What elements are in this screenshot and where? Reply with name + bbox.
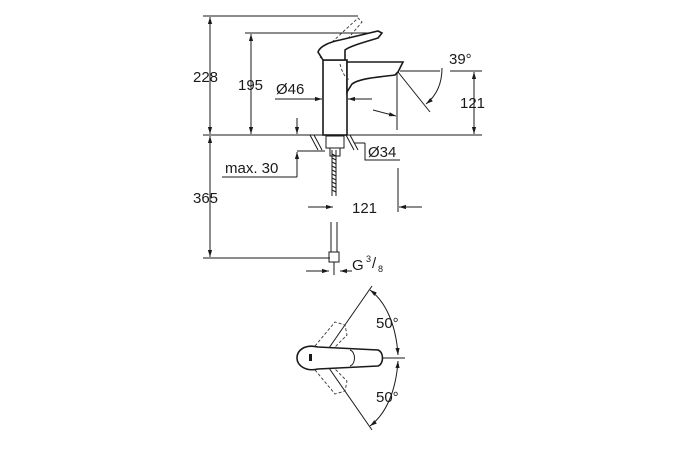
- side-view: 228 195 365 Ø46 39° 121: [193, 15, 485, 275]
- angle-line-left: [321, 285, 373, 359]
- indicator-mark: [309, 354, 312, 361]
- threaded-rod: [331, 150, 337, 196]
- connection-numerator: 3: [366, 254, 371, 264]
- hose: [330, 222, 338, 252]
- angle-arc-left: [369, 289, 400, 356]
- connection-denominator: 8: [378, 264, 383, 274]
- thread-marks: [331, 153, 337, 193]
- angle-line-right: [321, 357, 373, 431]
- spout-tip-arrow: [372, 109, 397, 117]
- spout-clearance-label: 121: [460, 95, 485, 112]
- connection-prefix: G: [352, 257, 364, 274]
- mounting-nut: [325, 135, 345, 149]
- body-diameter-label: Ø46: [276, 81, 304, 98]
- lever-rotated-left-outline: [314, 321, 348, 353]
- top-view: 50° 50°: [296, 285, 405, 431]
- hole-diameter-label: Ø34: [368, 144, 396, 161]
- angle-right-label: 50°: [376, 389, 399, 406]
- total-height-label: 228: [193, 69, 218, 86]
- deck-hatching: [309, 134, 359, 151]
- spout-angle-label: 39°: [449, 51, 472, 68]
- lever-top: [296, 345, 384, 371]
- max-deck-thickness-label: max. 30: [225, 160, 278, 177]
- angle-arc: [425, 67, 443, 105]
- hose-length-label: 365: [193, 190, 218, 207]
- angle-arc-right: [369, 360, 400, 427]
- connection-slash: /: [372, 255, 377, 272]
- lever-top-detail: [349, 349, 355, 367]
- hose-fitting: [328, 251, 340, 263]
- spout-angle-line: [397, 71, 431, 113]
- spout-inner-curve: [339, 63, 351, 81]
- faucet-body: [322, 59, 348, 136]
- dim-34-leader: [364, 143, 400, 161]
- spout-height-label: 195: [238, 77, 263, 94]
- lever-rotated-right-outline: [314, 363, 348, 395]
- faucet-lever: [317, 30, 384, 61]
- angle-left-label: 50°: [376, 315, 399, 332]
- faucet-spout: [346, 61, 405, 95]
- spout-reach-label: 121: [352, 200, 377, 217]
